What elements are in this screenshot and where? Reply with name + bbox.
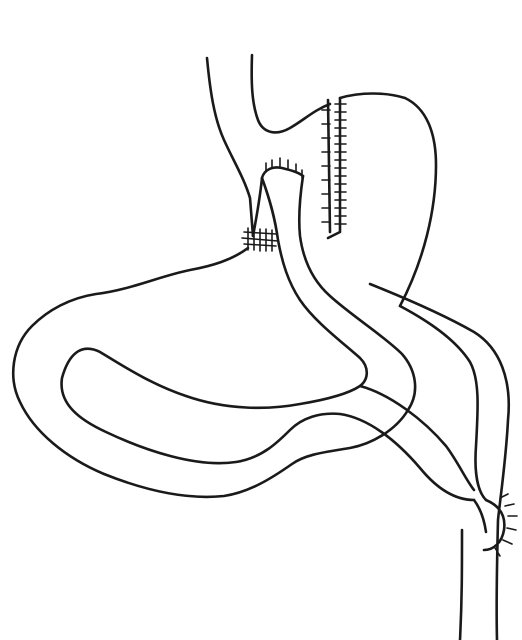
- staple-line: [322, 98, 346, 238]
- esophagus: [207, 55, 330, 236]
- roux-limb: [13, 176, 486, 532]
- stomach-remnant: [340, 94, 436, 307]
- biliopancreatic-limb: [370, 284, 509, 640]
- gastric-pouch: [253, 167, 303, 236]
